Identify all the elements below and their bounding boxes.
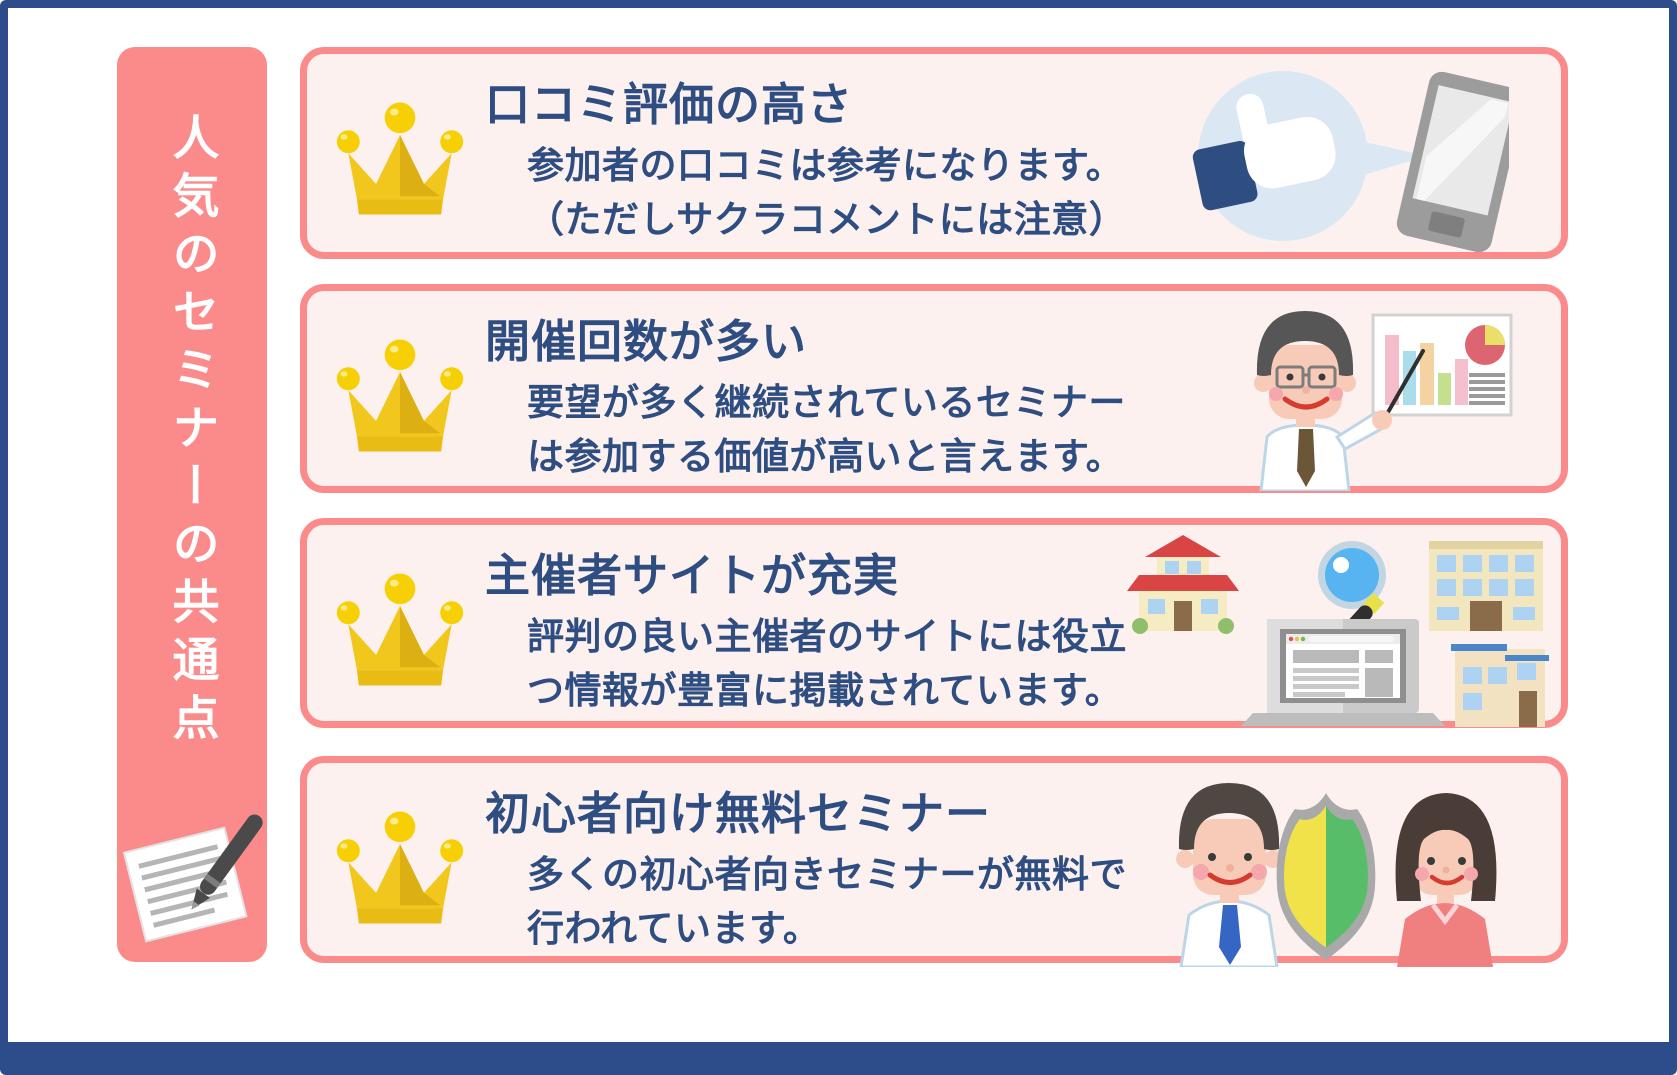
card-description-line: （ただしサクラコメントには注意）: [527, 199, 1127, 241]
magnifier-icon: [1318, 541, 1386, 637]
crown-icon: [336, 573, 464, 686]
crown-icon: [336, 339, 464, 452]
house-icon: [1127, 535, 1239, 634]
beginner-seminar-illustration: [1176, 783, 1497, 967]
presenter-icon: [1254, 311, 1425, 491]
thumbs-up-speech-bubble-icon: [1192, 71, 1427, 241]
organizer-site-illustration: [1127, 535, 1549, 727]
wakaba-beginner-mark-icon: [1276, 793, 1376, 960]
banner-title: 人気のセミナーの共通点: [165, 113, 219, 751]
card-description-line: つ情報が豊富に掲載されています。: [527, 670, 1123, 712]
card-title: 初心者向け無料セミナー: [485, 788, 992, 839]
card-description-line: は参加する価値が高いと言えます。: [527, 436, 1124, 478]
side-banner: 人気のセミナーの共通点: [117, 47, 267, 962]
woman-icon: [1395, 793, 1497, 967]
laptop-icon: [1241, 619, 1445, 726]
man-icon: [1176, 783, 1282, 967]
small-building-icon: [1451, 644, 1549, 727]
card-description-line: 参加者の口コミは参考になります。: [527, 145, 1124, 187]
feature-card-review-score: 口コミ評価の高さ 参加者の口コミは参考になります。 （ただしサクラコメントには注…: [300, 47, 1568, 259]
card-title: 口コミ評価の高さ: [485, 79, 854, 130]
crown-icon: [336, 811, 464, 924]
card-title: 開催回数が多い: [485, 316, 808, 367]
office-building-icon: [1429, 541, 1543, 631]
memo-pen-icon: [122, 814, 263, 943]
card-description-line: 行われています。: [527, 908, 821, 950]
card-description-line: 多くの初心者向きセミナーが無料で: [527, 854, 1127, 896]
review-illustration: [1192, 71, 1509, 253]
feature-card-free-beginner: 初心者向け無料セミナー 多くの初心者向きセミナーが無料で 行われています。: [300, 756, 1568, 967]
seminar-presenter-illustration: [1254, 311, 1513, 491]
smartphone-icon: [1396, 71, 1509, 253]
card-title: 主催者サイトが充実: [485, 550, 900, 601]
card-description-line: 評判の良い主催者のサイトには役立: [527, 616, 1127, 658]
feature-card-frequency: 開催回数が多い 要望が多く継続されているセミナー は参加する価値が高いと言えます…: [300, 284, 1568, 493]
crown-icon: [336, 102, 464, 215]
card-description-line: 要望が多く継続されているセミナー: [527, 382, 1126, 424]
feature-card-organizer-site: 主催者サイトが充実 評判の良い主催者のサイトには役立 つ情報が豊富に掲載されてい…: [300, 518, 1568, 728]
